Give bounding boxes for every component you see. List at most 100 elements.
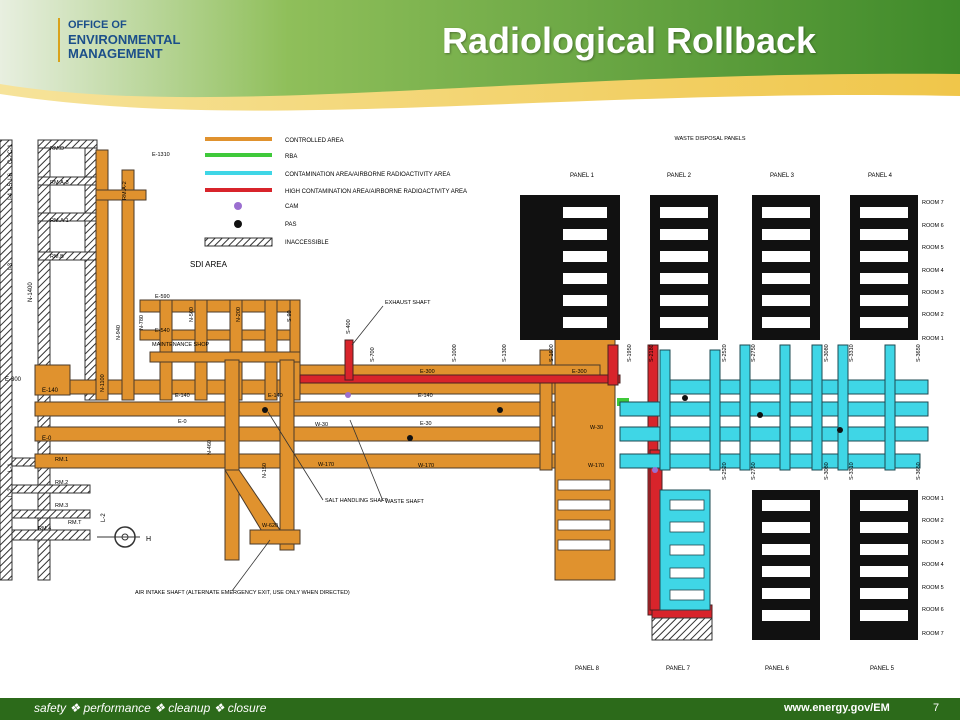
salt-leader (267, 411, 324, 501)
drift-label: S-2520 (722, 462, 728, 480)
air-intake-leader (231, 539, 271, 592)
drift-label: S-2180 (649, 344, 655, 362)
drift-label: S-3080 (824, 344, 830, 362)
room-label: ROOM 3 (922, 290, 944, 296)
room-label: ROOM 4 (922, 562, 944, 568)
room-label: ROOM 1 (922, 336, 944, 342)
panel-title: PANEL 8 (575, 666, 600, 672)
legend-pas-label: PAS (285, 222, 297, 228)
legend-cam-label: CAM (285, 204, 298, 210)
drift-label: E-590 (155, 294, 170, 300)
room-label: RM.4 (38, 526, 51, 532)
panel-title: PANEL 1 (570, 173, 595, 179)
drift-label: I-6 (8, 172, 14, 180)
room-label: ROOM 2 (922, 312, 944, 318)
drift-label: S-3650 (916, 462, 922, 480)
drift-label: W-170 (318, 462, 334, 468)
drift-label: S-1600 (549, 344, 555, 362)
air-intake-label: AIR INTAKE SHAFT (ALTERNATE EMERGENCY EX… (135, 590, 350, 596)
panel-title: PANEL 4 (868, 173, 893, 179)
legend-inaccessible-label: INACCESSIBLE (285, 240, 329, 246)
room-label: ROOM 4 (922, 268, 944, 274)
callout-labels: MAINTENANCE SHOP EXHAUST SHAFT SALT HAND… (135, 300, 431, 596)
drift-label: C-2 (8, 154, 14, 164)
room-label: ROOM 2 (922, 518, 944, 524)
pas-marker (407, 435, 413, 441)
drift-label: E-300 (572, 369, 587, 375)
drift-label: E-300 (420, 369, 435, 375)
drift-label: I-4 (8, 192, 14, 200)
drift-label: N-1400 (28, 282, 34, 302)
waste-shaft-label: WASTE SHAFT (385, 499, 425, 505)
drift-label: N-200 (236, 307, 242, 322)
legend-ca-label: CONTAMINATION AREA/AIRBORNE RADIOACTIVIT… (285, 172, 450, 178)
drift-label: S-3650 (916, 344, 922, 362)
drift-label: L-1 (8, 463, 14, 472)
sdi-area-label: SDI AREA (190, 260, 228, 269)
room-label: ROOM 7 (922, 200, 944, 206)
drift-label: S-1950 (627, 344, 633, 362)
drift-label: S-90 (287, 310, 293, 322)
drift-label: S-400 (346, 319, 352, 334)
panel-title: PANEL 2 (667, 173, 692, 179)
footer-url[interactable]: www.energy.gov/EM (784, 702, 890, 714)
drift-label: E-540 (155, 328, 170, 334)
exhaust-leader (351, 305, 384, 346)
drift-label: S-3310 (849, 344, 855, 362)
room-label: RM.A-1 (50, 218, 69, 224)
room-label: ROOM 5 (922, 585, 944, 591)
waste-leader (349, 419, 384, 502)
pas-marker (682, 395, 688, 401)
left-room-labels: RM.D RM.A-3 RM.A-1 RM.B RM.1 RM.2 RM.3 R… (38, 146, 82, 532)
monitor-markers (262, 392, 843, 473)
drift-label: E-140 (175, 393, 190, 399)
drift-label: E-30 (420, 421, 432, 427)
drift-label: S-2750 (751, 344, 757, 362)
drift-label: E-140 (268, 393, 283, 399)
panel-title: PANEL 7 (666, 666, 691, 672)
cam-marker (652, 467, 658, 473)
drift-label: L-2 (101, 513, 107, 522)
orange-pillars (557, 479, 611, 551)
drift-label: W-170 (418, 463, 434, 469)
drift-label: S-1300 (502, 344, 508, 362)
drift-label: S-3310 (849, 462, 855, 480)
room-label: RM.B (50, 254, 64, 260)
panel-title: PANEL 5 (870, 666, 895, 672)
drift-label: N-940 (116, 325, 122, 340)
drift-label: E-300 (5, 377, 22, 383)
drift-label: RM.A-2 (122, 181, 128, 200)
pas-marker (837, 427, 843, 433)
high-contamination-area (299, 339, 713, 620)
legend-rba-label: RBA (285, 154, 297, 160)
panel-7-inaccessible (651, 617, 713, 641)
drift-label: W-30 (315, 422, 328, 428)
drift-label: N-500 (189, 307, 195, 322)
lower-panel-pillars (762, 500, 908, 621)
legend-pas-dot (234, 220, 242, 228)
maintenance-shop-label: MAINTENANCE SHOP (152, 342, 209, 348)
drift-label: S-700 (370, 347, 376, 362)
logo-line-1: OFFICE OF (68, 19, 127, 31)
drift-label: L-2 (8, 488, 14, 497)
mine-map-diagram: CONTROLLED AREA RBA CONTAMINATION AREA/A… (0, 136, 944, 672)
drift-label: N-1100 (100, 374, 106, 392)
cyan-pillars (669, 499, 705, 601)
drift-label: S-2750 (751, 462, 757, 480)
room-label: ROOM 1 (922, 496, 944, 502)
room-label: RM.3 (55, 503, 68, 509)
drift-label: N-460 (207, 440, 213, 455)
footer-tagline: safety ❖ performance ❖ cleanup ❖ closure (34, 701, 267, 715)
logo-line-3: MANAGEMENT (68, 46, 163, 61)
room-label: ROOM 7 (922, 631, 944, 637)
panel-title: PANEL 6 (765, 666, 790, 672)
legend: CONTROLLED AREA RBA CONTAMINATION AREA/A… (204, 137, 467, 247)
drift-label: E-0 (42, 436, 52, 442)
drift-label: E-140 (42, 388, 59, 394)
room-label: RM.A-3 (50, 180, 69, 186)
exhaust-shaft-label: EXHAUST SHAFT (385, 300, 431, 306)
waste-disposal-label: WASTE DISPOSAL PANELS (674, 136, 745, 142)
pas-marker (497, 407, 503, 413)
room-label: RM.D (50, 146, 64, 152)
room-labels-bottom: ROOM 1 ROOM 2 ROOM 3 ROOM 4 ROOM 5 ROOM … (922, 496, 944, 637)
